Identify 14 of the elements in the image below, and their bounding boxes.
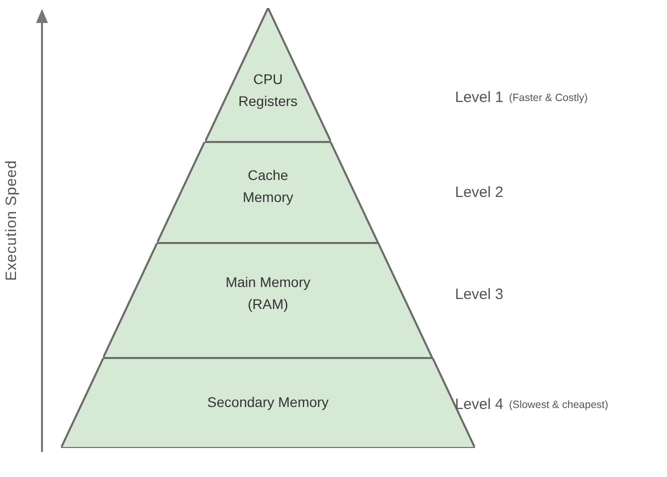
level-label: Level 2 xyxy=(455,184,504,201)
pyramid-tier xyxy=(103,243,433,358)
level-note: (Slowest & cheapest) xyxy=(509,399,608,411)
tier-label: Secondary Memory xyxy=(206,393,330,412)
tier-label: Main Memory (RAM) xyxy=(224,273,312,314)
tier-label: CPU Registers xyxy=(237,70,299,112)
level-label: Level 4 xyxy=(455,396,504,413)
level-label: Level 1 xyxy=(455,89,504,106)
pyramid-apex-tier xyxy=(204,8,332,142)
level-note: (Faster & Costly) xyxy=(509,92,588,104)
tier-label: Cache Memory xyxy=(242,166,294,208)
level-label: Level 3 xyxy=(455,286,504,303)
axis-label: Execution Speed xyxy=(3,160,20,281)
pyramid-tier xyxy=(157,142,379,243)
